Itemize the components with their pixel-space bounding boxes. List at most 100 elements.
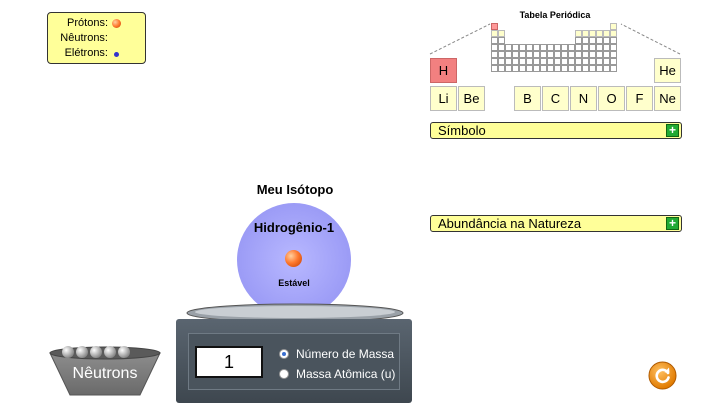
- mini-element-cell: [498, 58, 505, 65]
- mini-element-cell: [589, 30, 596, 37]
- mini-element-cell: [610, 30, 617, 37]
- mini-element-cell: [519, 58, 526, 65]
- element-cell-li[interactable]: Li: [430, 86, 457, 111]
- mini-element-cell: [596, 37, 603, 44]
- neutron-bucket[interactable]: [48, 345, 162, 397]
- mini-element-cell: [519, 65, 526, 72]
- mini-element-cell: [540, 51, 547, 58]
- mini-element-cell: [498, 44, 505, 51]
- legend-electrons-label: Elétrons:: [64, 47, 108, 59]
- mini-element-cell: [568, 51, 575, 58]
- element-cell-o[interactable]: O: [598, 86, 625, 111]
- mini-element-cell: [554, 58, 561, 65]
- mini-element-cell: [505, 58, 512, 65]
- mini-element-cell: [582, 44, 589, 51]
- mini-element-cell: [610, 65, 617, 72]
- plus-icon[interactable]: +: [666, 124, 679, 137]
- element-cell-he[interactable]: He: [654, 58, 681, 83]
- mini-element-cell: [561, 51, 568, 58]
- mini-element-cell: [603, 44, 610, 51]
- neutron-particle: [118, 346, 130, 358]
- mini-element-cell: [519, 44, 526, 51]
- radio-selected-icon[interactable]: [279, 349, 289, 359]
- element-cell-f[interactable]: F: [626, 86, 653, 111]
- mini-element-cell: [491, 30, 498, 37]
- plus-icon[interactable]: +: [666, 217, 679, 230]
- mini-element-cell: [547, 58, 554, 65]
- mini-element-cell: [491, 65, 498, 72]
- element-cell-b[interactable]: B: [514, 86, 541, 111]
- mini-element-cell: [575, 44, 582, 51]
- radio-mass-number[interactable]: Número de Massa: [279, 347, 394, 361]
- mini-element-cell: [603, 65, 610, 72]
- mini-element-cell: [575, 37, 582, 44]
- mini-element-cell: [582, 51, 589, 58]
- mini-element-cell: [561, 58, 568, 65]
- mini-element-cell: [589, 65, 596, 72]
- mini-element-cell: [589, 44, 596, 51]
- mini-element-cell: [491, 51, 498, 58]
- mini-element-cell: [540, 65, 547, 72]
- mini-element-cell: [512, 44, 519, 51]
- periodic-table-zoom-lines: [429, 23, 681, 55]
- mini-element-cell: [582, 37, 589, 44]
- mini-element-cell: [603, 30, 610, 37]
- mini-element-cell: [540, 44, 547, 51]
- reset-icon[interactable]: [648, 361, 677, 390]
- mini-element-cell: [603, 58, 610, 65]
- mini-element-cell: [491, 37, 498, 44]
- element-cell-be[interactable]: Be: [458, 86, 485, 111]
- mini-element-cell: [554, 51, 561, 58]
- abundance-panel-toggle[interactable]: Abundância na Natureza +: [430, 215, 682, 232]
- mini-element-cell: [498, 37, 505, 44]
- mini-element-cell: [596, 30, 603, 37]
- electron-legend-icon: [114, 52, 119, 57]
- mini-element-cell: [505, 44, 512, 51]
- mini-element-cell: [603, 37, 610, 44]
- mini-element-cell: [512, 58, 519, 65]
- element-name: Hidrogênio-1: [253, 220, 335, 235]
- mini-element-cell: [533, 58, 540, 65]
- mini-element-cell: [554, 65, 561, 72]
- mini-element-cell: [589, 37, 596, 44]
- mini-element-cell: [519, 51, 526, 58]
- element-cell-n[interactable]: N: [570, 86, 597, 111]
- mini-element-cell: [526, 51, 533, 58]
- mini-element-cell: [526, 44, 533, 51]
- neutron-bucket-label: Nêutrons: [72, 365, 138, 382]
- mini-element-cell: [547, 51, 554, 58]
- mini-element-cell: [561, 44, 568, 51]
- radio-atomic-mass-label: Massa Atômica (u): [296, 367, 396, 381]
- mini-element-cell: [568, 58, 575, 65]
- mini-element-cell: [498, 30, 505, 37]
- mini-element-cell: [575, 51, 582, 58]
- radio-atomic-mass[interactable]: Massa Atômica (u): [279, 367, 395, 381]
- mini-element-cell: [575, 58, 582, 65]
- mini-element-cell: [610, 23, 617, 30]
- radio-mass-number-label: Número de Massa: [296, 347, 395, 361]
- element-cell-ne[interactable]: Ne: [654, 86, 681, 111]
- mini-element-cell: [596, 44, 603, 51]
- mini-element-cell: [596, 58, 603, 65]
- mini-element-cell: [526, 65, 533, 72]
- mini-element-cell: [547, 65, 554, 72]
- mini-element-cell: [582, 65, 589, 72]
- element-cell-h[interactable]: H: [430, 58, 457, 83]
- mini-element-cell: [561, 65, 568, 72]
- mini-element-cell: [582, 58, 589, 65]
- mini-element-cell: [589, 51, 596, 58]
- symbol-panel-label: Símbolo: [438, 123, 486, 138]
- mini-element-cell: [610, 58, 617, 65]
- mini-element-cell: [533, 51, 540, 58]
- radio-unselected-icon[interactable]: [279, 369, 289, 379]
- mini-element-cell: [540, 58, 547, 65]
- mini-element-cell: [498, 65, 505, 72]
- mini-element-cell: [610, 37, 617, 44]
- mini-element-cell: [603, 51, 610, 58]
- mini-element-cell: [491, 58, 498, 65]
- proton-particle[interactable]: [285, 250, 302, 267]
- mini-element-cell: [512, 51, 519, 58]
- symbol-panel-toggle[interactable]: Símbolo +: [430, 122, 682, 139]
- legend-neutrons-label: Nêutrons:: [60, 32, 108, 44]
- element-cell-c[interactable]: C: [542, 86, 569, 111]
